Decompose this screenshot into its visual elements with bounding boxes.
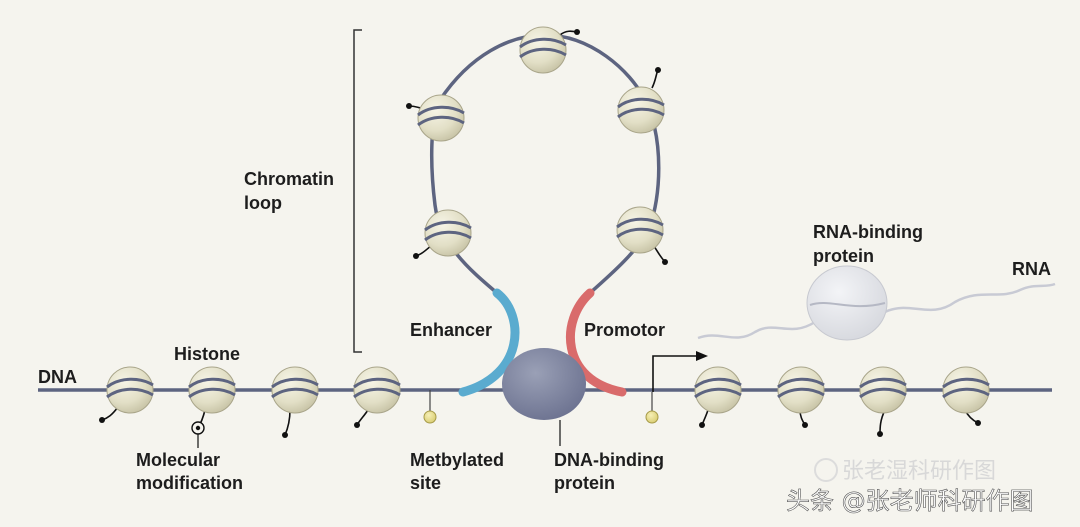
rna-label: RNA: [1012, 259, 1051, 279]
methylated-site-label-2: site: [410, 473, 441, 493]
watermark-main: 头条 @张老师科研作图: [786, 487, 1034, 515]
loop-histone: [423, 208, 473, 258]
loop-histone: [616, 85, 666, 135]
dna-label: DNA: [38, 367, 77, 387]
chromatin-loop-label-2: loop: [244, 193, 282, 213]
histone: [187, 365, 237, 415]
chromatin-loop-bracket: [353, 29, 362, 353]
loop-histone: [416, 93, 466, 143]
loop-dna-strand: [430, 33, 661, 295]
promotor-label: Promotor: [584, 320, 665, 340]
histone: [776, 365, 826, 415]
histone: [858, 365, 908, 415]
histone: [693, 365, 743, 415]
methylated-site-label-1: Metbylated: [410, 450, 504, 470]
dna-binding-protein: [502, 348, 586, 420]
methylated-site-marker-2: [645, 410, 659, 424]
molecular-modification-label-1: Molecular: [136, 450, 220, 470]
histone-tail-tips: [99, 29, 981, 438]
rna-binding-protein: [806, 265, 888, 341]
enhancer-label: Enhancer: [410, 320, 492, 340]
molecular-modification-label-2: modification: [136, 473, 243, 493]
rna-binding-protein-label-1: RNA-binding: [813, 222, 923, 242]
histone: [270, 365, 320, 415]
enhancer-segment: [458, 288, 520, 397]
histone: [105, 365, 155, 415]
histone: [352, 365, 402, 415]
rna-binding-protein-label-2: protein: [813, 246, 874, 266]
loop-histone: [518, 25, 568, 75]
histone-label: Histone: [174, 344, 240, 364]
transcription-start-arrow: [652, 355, 697, 392]
dna-binding-protein-label-1: DNA-binding: [554, 450, 664, 470]
histone: [941, 365, 991, 415]
watermark-faint: 张老湿科研作图: [814, 458, 996, 484]
loop-histone: [615, 205, 665, 255]
promotor-segment: [566, 288, 627, 397]
dna-binding-protein-label-2: protein: [554, 473, 615, 493]
chromatin-loop-label-1: Chromatin: [244, 169, 334, 189]
svg-text:张老湿科研作图: 张老湿科研作图: [842, 459, 996, 484]
molecular-modification-marker: [191, 421, 205, 448]
methylated-site-marker: [423, 410, 437, 424]
